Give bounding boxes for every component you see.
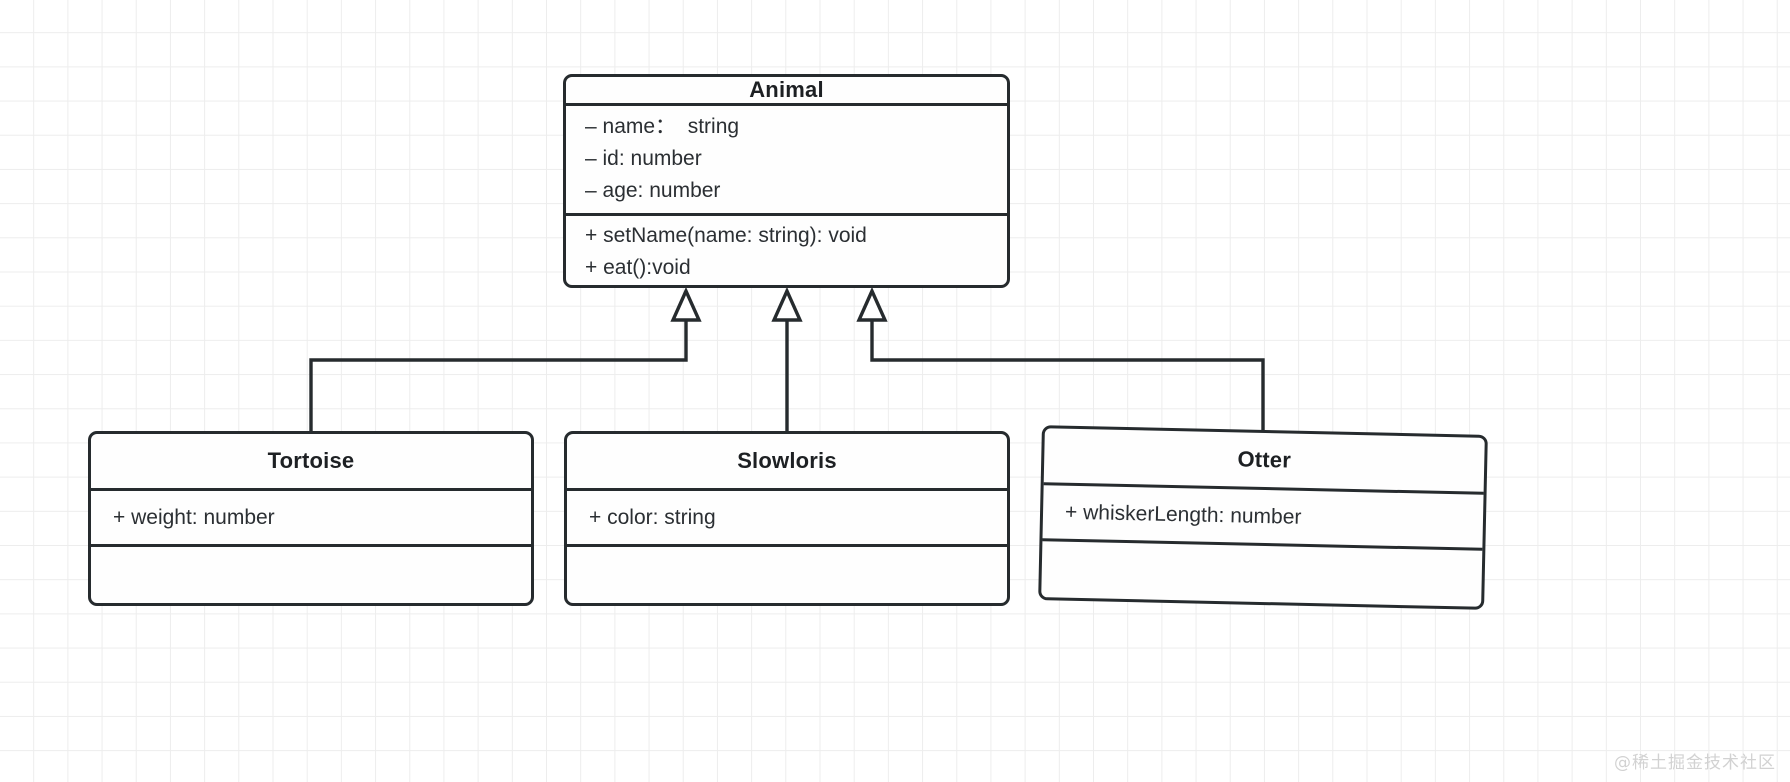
operation-row: + eat():void	[585, 256, 691, 279]
class-box-slowloris[interactable]: Slowloris + color: string	[564, 431, 1010, 606]
operation-compartment-slowloris	[567, 544, 1007, 600]
connector-tortoise-to-animal	[309, 316, 688, 433]
class-name-otter: Otter	[1237, 446, 1292, 473]
attribute-row: + color: string	[589, 505, 716, 529]
attribute-row: – id: number	[585, 147, 702, 170]
attribute-compartment-tortoise: + weight: number	[91, 488, 531, 544]
class-name-slowloris: Slowloris	[737, 448, 837, 473]
class-box-animal[interactable]: Animal – name： string – id: number – age…	[563, 74, 1010, 288]
generalization-arrowhead-otter	[856, 286, 888, 322]
generalization-arrowhead-slowloris	[771, 286, 803, 322]
class-name-tortoise: Tortoise	[267, 448, 355, 473]
watermark: @稀土掘金技术社区	[1614, 753, 1776, 773]
class-name-animal: Animal	[749, 77, 824, 102]
operation-compartment-tortoise	[91, 544, 531, 600]
attribute-compartment-slowloris: + color: string	[567, 488, 1007, 544]
attribute-row: – name： string	[585, 115, 740, 138]
generalization-arrowhead-tortoise	[670, 286, 702, 322]
attribute-row: + weight: number	[113, 505, 275, 529]
attribute-row: – age: number	[585, 179, 721, 202]
operation-compartment-otter	[1041, 538, 1483, 604]
attribute-row: + whiskerLength: number	[1064, 500, 1302, 529]
operation-compartment-animal: + setName(name: string): void + eat():vo…	[566, 213, 1007, 289]
class-box-otter[interactable]: Otter + whiskerLength: number	[1038, 425, 1488, 610]
class-box-tortoise[interactable]: Tortoise + weight: number	[88, 431, 534, 606]
attribute-compartment-otter: + whiskerLength: number	[1042, 482, 1484, 548]
attribute-compartment-animal: – name： string – id: number – age: numbe…	[566, 103, 1007, 213]
connector-otter-to-animal	[870, 316, 1265, 433]
operation-row: + setName(name: string): void	[585, 224, 867, 247]
